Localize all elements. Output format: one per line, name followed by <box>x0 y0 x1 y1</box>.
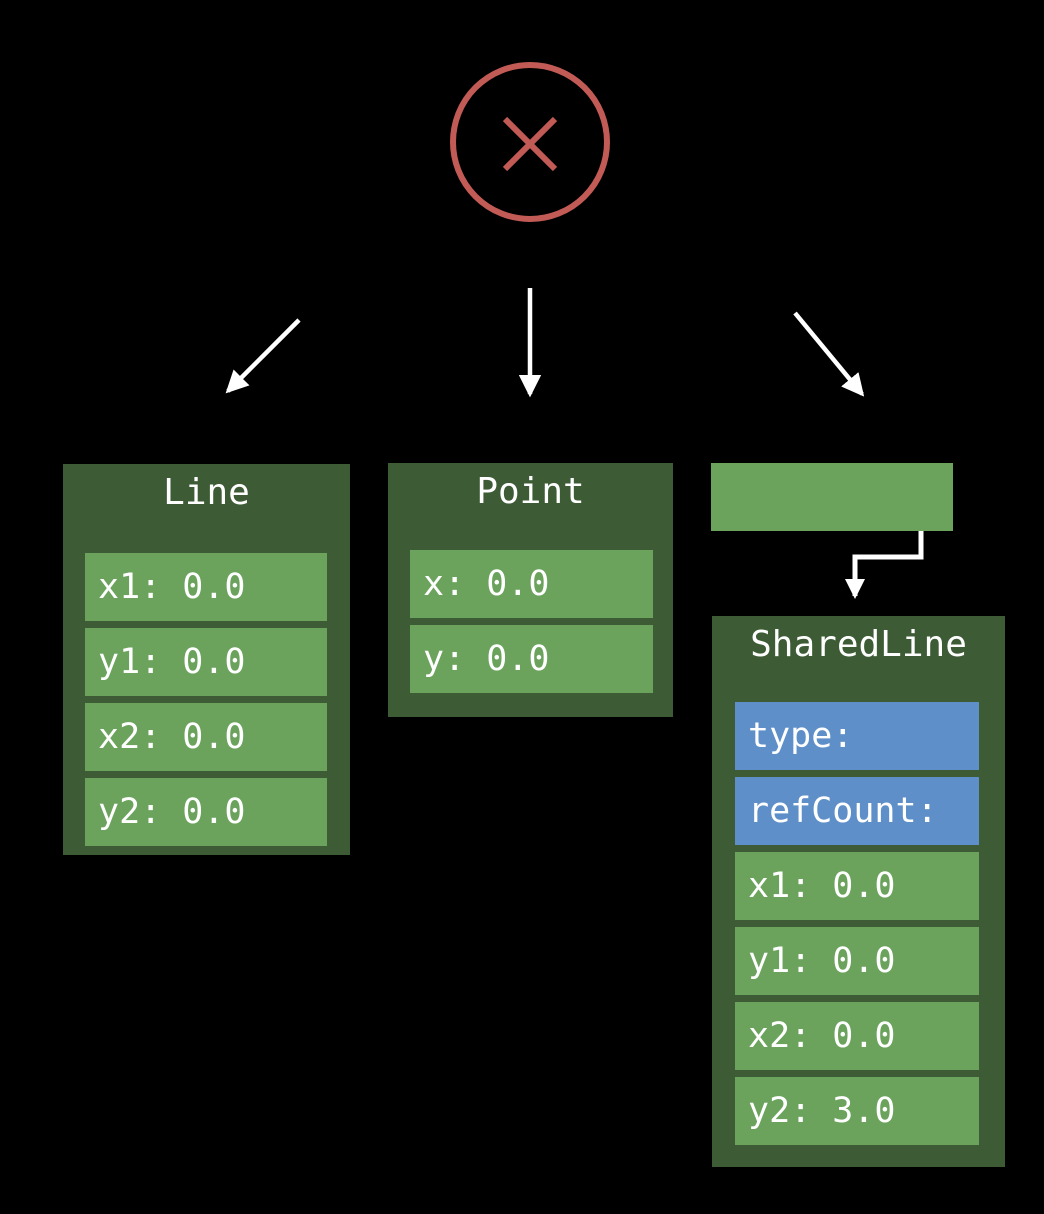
point-box-title: Point <box>476 471 585 512</box>
crossed-out-circle-icon <box>450 62 610 222</box>
field-row-y: y: 0.0 <box>410 625 653 693</box>
point-object-box: Point x: 0.0 y: 0.0 <box>388 463 673 717</box>
field-row-x1: x1: 0.0 <box>85 553 327 621</box>
line-object-box: Line x1: 0.0 y1: 0.0 x2: 0.0 y2: 0.0 <box>63 464 350 855</box>
field-row-y1: y1: 0.0 <box>735 927 979 995</box>
sharedline-box-fields: type: refCount: x1: 0.0 y1: 0.0 x2: 0.0 … <box>735 702 979 1152</box>
sharedline-object-box: SharedLine type: refCount: x1: 0.0 y1: 0… <box>712 616 1005 1167</box>
field-row-type: type: <box>735 702 979 770</box>
arrow-to-line-icon <box>225 318 301 394</box>
field-row-x2: x2: 0.0 <box>85 703 327 771</box>
sharedline-box-title: SharedLine <box>750 624 967 665</box>
field-row-x: x: 0.0 <box>410 550 653 618</box>
line-box-fields: x1: 0.0 y1: 0.0 x2: 0.0 y2: 0.0 <box>85 553 327 853</box>
point-box-fields: x: 0.0 y: 0.0 <box>410 550 653 700</box>
field-row-y1: y1: 0.0 <box>85 628 327 696</box>
field-row-x1: x1: 0.0 <box>735 852 979 920</box>
line-box-title: Line <box>163 472 250 513</box>
field-row-refcount: refCount: <box>735 777 979 845</box>
field-row-x2: x2: 0.0 <box>735 1002 979 1070</box>
arrow-to-reference-icon <box>793 311 865 397</box>
reference-variable-box <box>711 463 953 531</box>
field-row-y2: y2: 0.0 <box>85 778 327 846</box>
field-row-y2: y2: 3.0 <box>735 1077 979 1145</box>
